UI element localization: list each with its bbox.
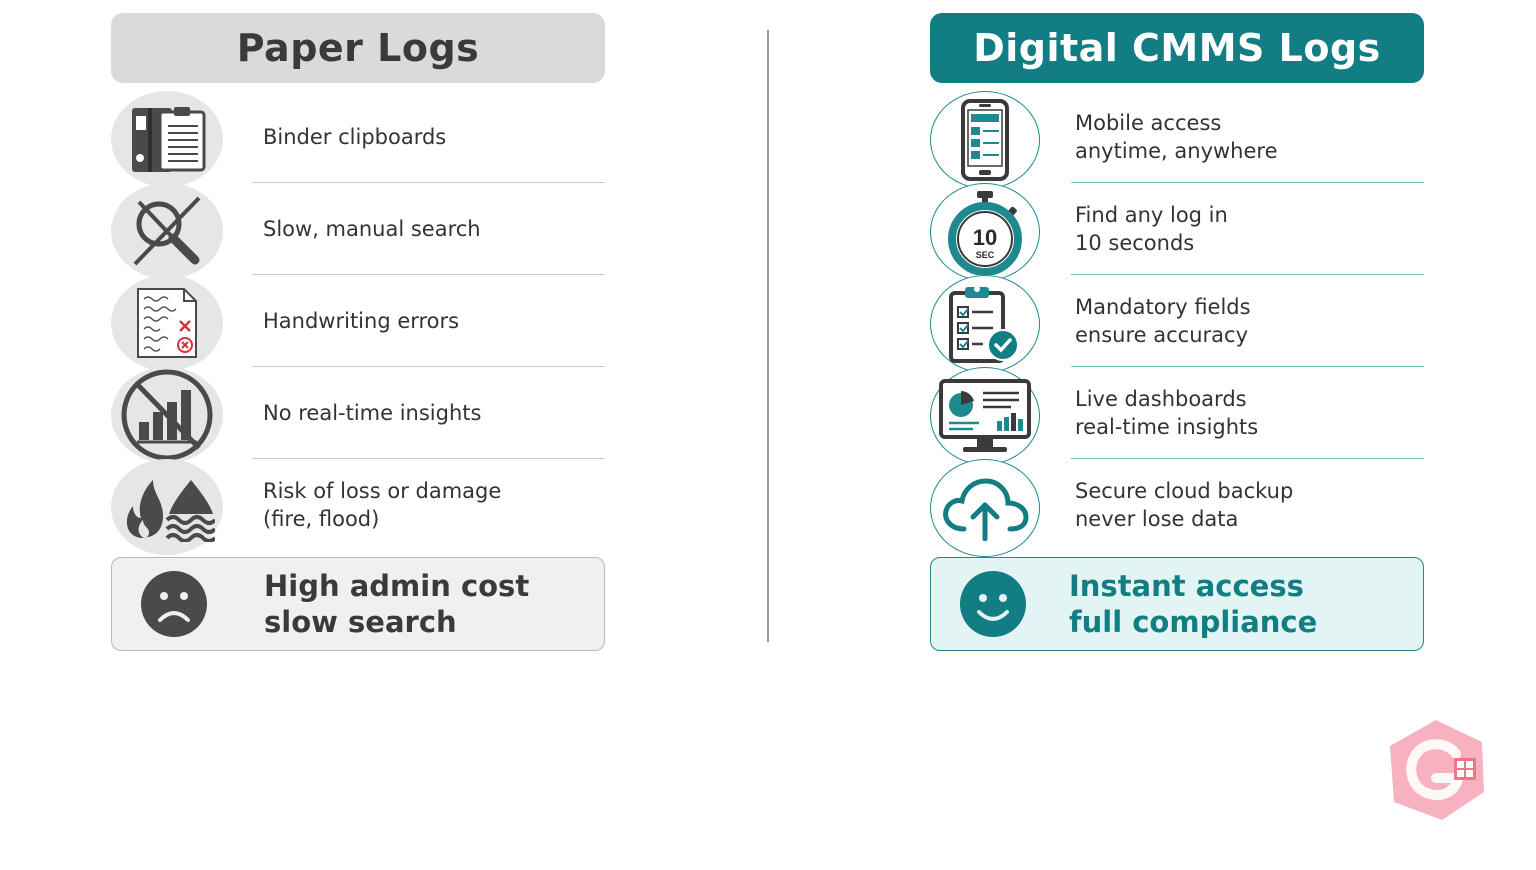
cloud-upload-icon — [930, 459, 1040, 557]
list-item: No real-time insights — [111, 367, 605, 463]
no-chart-icon — [111, 367, 223, 463]
row-divider — [252, 181, 605, 183]
item-label-line1: Slow, manual search — [263, 217, 481, 241]
dashboard-monitor-icon — [930, 367, 1040, 465]
checklist-clipboard-icon — [930, 275, 1040, 373]
digital-cmms-list: Mobile access anytime, anywhere 10 SEC — [930, 91, 1424, 557]
handwritten-document-icon — [111, 275, 223, 371]
row-divider — [1071, 365, 1424, 367]
item-label-line1: Handwriting errors — [263, 309, 460, 333]
list-item: Mandatory fields ensure accuracy — [930, 275, 1424, 373]
binder-clipboard-icon — [111, 91, 223, 187]
item-label: Mobile access anytime, anywhere — [1075, 91, 1424, 183]
timer-value: 10 — [973, 225, 997, 250]
watermark-logo — [1386, 716, 1488, 828]
row-divider — [252, 457, 605, 459]
column-divider — [767, 30, 769, 642]
item-label: Slow, manual search — [263, 183, 605, 275]
item-label-line1: Mobile access — [1075, 111, 1222, 135]
row-divider — [1071, 181, 1424, 183]
row-divider — [1071, 273, 1424, 275]
summary-line2: full compliance — [1069, 605, 1318, 639]
item-label-line1: Find any log in — [1075, 203, 1228, 227]
summary-text: Instant access full compliance — [1069, 568, 1317, 640]
list-item: Risk of loss or damage (fire, flood) — [111, 459, 605, 555]
stopwatch-icon: 10 SEC — [930, 183, 1040, 281]
row-divider — [252, 365, 605, 367]
crossed-magnifier-icon — [111, 183, 223, 279]
item-label-line1: Binder clipboards — [263, 125, 447, 149]
paper-logs-list: Binder clipboards Slow, manual search — [111, 91, 605, 555]
item-label-line1: No real-time insights — [263, 401, 482, 425]
item-label-line2: never lose data — [1075, 507, 1239, 531]
list-item: Binder clipboards — [111, 91, 605, 187]
item-label: Risk of loss or damage (fire, flood) — [263, 459, 605, 551]
smiley-face-icon — [959, 570, 1027, 642]
fire-flood-icon — [111, 459, 223, 555]
row-divider — [1071, 457, 1424, 459]
row-divider — [252, 273, 605, 275]
list-item: Mobile access anytime, anywhere — [930, 91, 1424, 189]
timer-unit: SEC — [976, 250, 995, 260]
digital-cmms-header: Digital CMMS Logs — [930, 13, 1424, 83]
summary-line1: High admin cost — [264, 569, 530, 603]
summary-text: High admin cost slow search — [264, 568, 529, 640]
item-label-line1: Secure cloud backup — [1075, 479, 1294, 503]
item-label-line2: ensure accuracy — [1075, 323, 1248, 347]
list-item: Secure cloud backup never lose data — [930, 459, 1424, 557]
item-label-line2: (fire, flood) — [263, 507, 380, 531]
sad-face-icon — [140, 570, 208, 642]
paper-logs-column: Paper Logs — [111, 13, 605, 651]
list-item: Slow, manual search — [111, 183, 605, 279]
list-item: Live dashboards real-time insights — [930, 367, 1424, 465]
item-label-line1: Live dashboards — [1075, 387, 1247, 411]
item-label-line2: anytime, anywhere — [1075, 139, 1278, 163]
item-label: Find any log in 10 seconds — [1075, 183, 1424, 275]
item-label-line1: Mandatory fields — [1075, 295, 1251, 319]
paper-logs-summary: High admin cost slow search — [111, 557, 605, 651]
summary-line1: Instant access — [1069, 569, 1304, 603]
item-label-line2: 10 seconds — [1075, 231, 1195, 255]
paper-logs-header: Paper Logs — [111, 13, 605, 83]
item-label: Handwriting errors — [263, 275, 605, 367]
mobile-phone-icon — [930, 91, 1040, 189]
item-label: Mandatory fields ensure accuracy — [1075, 275, 1424, 367]
paper-logs-title: Paper Logs — [236, 26, 480, 70]
item-label-line1: Risk of loss or damage — [263, 479, 502, 503]
summary-line2: slow search — [264, 605, 457, 639]
item-label: No real-time insights — [263, 367, 605, 459]
list-item: 10 SEC Find any log in 10 seconds — [930, 183, 1424, 281]
item-label-line2: real-time insights — [1075, 415, 1259, 439]
item-label: Live dashboards real-time insights — [1075, 367, 1424, 459]
digital-cmms-summary: Instant access full compliance — [930, 557, 1424, 651]
item-label: Binder clipboards — [263, 91, 605, 183]
item-label: Secure cloud backup never lose data — [1075, 459, 1424, 551]
list-item: Handwriting errors — [111, 275, 605, 371]
digital-cmms-title: Digital CMMS Logs — [973, 26, 1381, 70]
digital-cmms-column: Digital CMMS Logs — [930, 13, 1424, 651]
